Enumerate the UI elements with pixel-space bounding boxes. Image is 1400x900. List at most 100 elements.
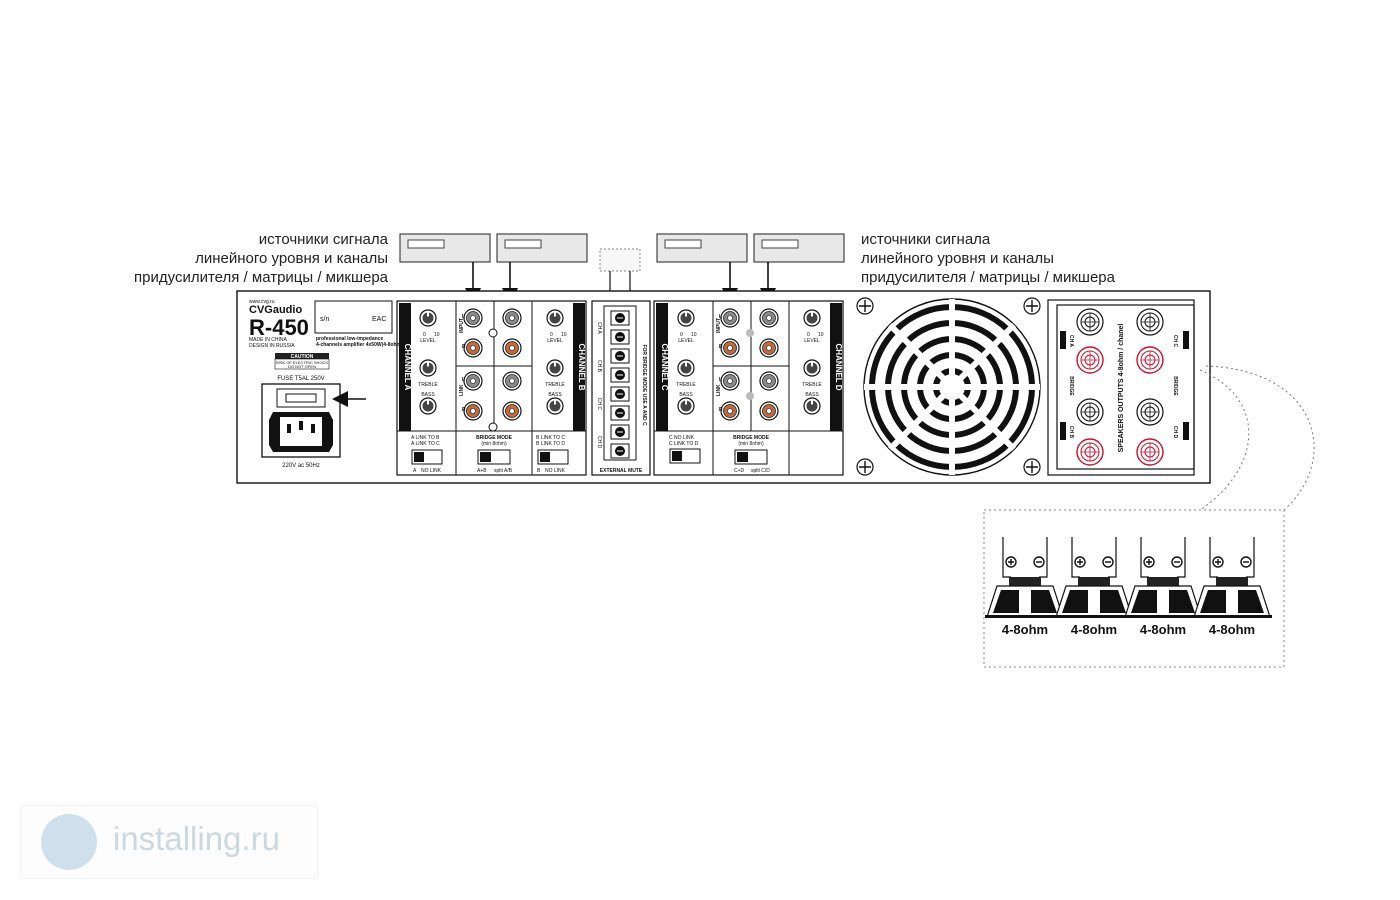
link-b-opt-2: B LINK TO D: [536, 441, 565, 447]
subtitle-2: 4-channels amplifier 4x50W(4-8ohm): [316, 342, 403, 348]
link-b-left-jack[interactable]: [502, 371, 522, 391]
input-b-left-jack[interactable]: [502, 308, 522, 328]
mute-ch-d: CH D: [596, 436, 602, 449]
link-d-left-jack[interactable]: [759, 371, 779, 391]
post-ch-a-plus[interactable]: [1076, 346, 1104, 374]
speaker-outputs-title: SPEAKERS OUTPUTS 4-8ohm / chanel: [1118, 324, 1125, 453]
brand-web: www.cvg.ru: [249, 299, 275, 305]
mute-ch-a: CH A: [596, 322, 602, 334]
signal-source-box-1: [399, 233, 491, 263]
screw-cd-top: [746, 329, 754, 337]
bass-knob-c[interactable]: [677, 397, 695, 415]
treble-knob-a[interactable]: [419, 359, 437, 377]
input-b-right-jack[interactable]: [502, 338, 522, 358]
treble-knob-c[interactable]: [677, 359, 695, 377]
knob-c-zero: 0: [680, 332, 683, 338]
bass-label-c: BASS: [679, 392, 693, 398]
post-ch-c-plus[interactable]: [1136, 346, 1164, 374]
bass-knob-d[interactable]: [803, 397, 821, 415]
speaker-1: [984, 536, 1066, 619]
source-label-left: источники сигнала линейного уровня и кан…: [134, 230, 388, 287]
link-b-opt-1: B LINK TO C: [536, 435, 565, 441]
link-c-right-jack[interactable]: [720, 401, 740, 421]
bass-knob-b[interactable]: [546, 397, 564, 415]
channel-b-bar: [573, 303, 585, 431]
mute-section: [591, 300, 651, 476]
mute-control-box: [599, 248, 641, 272]
post-ch-c-minus[interactable]: [1136, 308, 1164, 336]
input-d-right-jack[interactable]: [759, 338, 779, 358]
caution-box: [274, 358, 330, 370]
post-ch-d-minus[interactable]: [1136, 398, 1164, 426]
speaker-4: [1191, 536, 1273, 619]
treble-knob-d[interactable]: [803, 359, 821, 377]
link-a-left-jack[interactable]: [463, 371, 483, 391]
channel-b-label: CHANNEL B: [577, 344, 586, 391]
knob-b-zero: 0: [550, 332, 553, 338]
channel-d-bar: [830, 303, 842, 431]
source-right-line-3: придусилителя / матрицы / микшера: [861, 269, 1115, 286]
level-label-d: LEVEL: [804, 338, 820, 344]
level-knob-a[interactable]: [419, 309, 437, 327]
speaker-1-impedance: 4-8ohm: [1002, 622, 1048, 637]
channel-a-bar: [399, 303, 411, 431]
post-ch-d-plus[interactable]: [1136, 438, 1164, 466]
speaker-ch-d: CH D: [1172, 426, 1178, 439]
link-c-opt-1: C NO LINK: [669, 435, 695, 441]
input-c-left-jack[interactable]: [720, 308, 740, 328]
speaker-2-impedance: 4-8ohm: [1071, 622, 1117, 637]
cooling-fan-grille: [863, 298, 1041, 476]
bass-knob-a[interactable]: [419, 397, 437, 415]
link-a-opt-4: NO LINK: [421, 468, 442, 474]
speaker-2: [1053, 536, 1135, 619]
treble-knob-b[interactable]: [546, 359, 564, 377]
jack-r-label-a1: R: [462, 344, 466, 350]
signal-source-box-4: [753, 233, 845, 263]
speaker-bridge-cd: BRIDGE: [1172, 376, 1178, 396]
brand-name: CVGaudio: [249, 304, 302, 316]
level-label-a: LEVEL: [420, 338, 436, 344]
mute-ch-b: CH B: [596, 360, 602, 373]
level-knob-d[interactable]: [803, 309, 821, 327]
input-d-left-jack[interactable]: [759, 308, 779, 328]
serial-plate: [314, 300, 393, 334]
input-c-right-jack[interactable]: [720, 338, 740, 358]
level-knob-c[interactable]: [677, 309, 695, 327]
jack-r-label-c1: R: [719, 344, 723, 350]
jack-l-label-c2: L: [719, 377, 722, 383]
post-ch-a-minus[interactable]: [1076, 308, 1104, 336]
knob-c-ten: 10: [691, 332, 697, 338]
bridge-min-ab: (min 8ohm): [481, 441, 507, 447]
post-ch-b-plus[interactable]: [1076, 438, 1104, 466]
jack-r-label-a2: R: [462, 407, 466, 413]
eac-mark: EAC: [372, 316, 386, 323]
connection-dotted-2: [1199, 369, 1250, 511]
input-a-left-jack[interactable]: [463, 308, 483, 328]
input-a-right-jack[interactable]: [463, 338, 483, 358]
mute-bridge-note: FOR BRIDGE MODE USE A AND C: [641, 344, 647, 426]
signal-source-box-2: [496, 233, 588, 263]
post-ch-b-minus[interactable]: [1076, 398, 1104, 426]
speaker-3: [1122, 536, 1204, 619]
jack-l-label-c1: L: [719, 314, 722, 320]
mute-ch-c: CH C: [596, 398, 602, 411]
serial-label: s/n: [320, 316, 329, 323]
made-label: MADE IN CHINA: [249, 337, 287, 343]
link-b-right-jack[interactable]: [502, 401, 522, 421]
bass-label-a: BASS: [421, 392, 435, 398]
signal-source-box-3: [656, 233, 748, 263]
channel-c-bar: [656, 303, 668, 431]
link-d-right-jack[interactable]: [759, 401, 779, 421]
link-label-a: LINK: [459, 384, 465, 396]
link-label-c: LINK: [716, 384, 722, 396]
connection-dotted-1: [1205, 365, 1315, 511]
knob-a-zero: 0: [423, 332, 426, 338]
level-label-c: LEVEL: [678, 338, 694, 344]
link-c-left-jack[interactable]: [720, 371, 740, 391]
jack-l-label-a2: L: [462, 377, 465, 383]
link-a-right-jack[interactable]: [463, 401, 483, 421]
watermark: installing.ru: [20, 805, 318, 879]
level-knob-b[interactable]: [546, 309, 564, 327]
bridge-cd-opt-2: split C/D: [751, 468, 770, 474]
mute-title: EXTERNAL MUTE: [600, 468, 643, 474]
